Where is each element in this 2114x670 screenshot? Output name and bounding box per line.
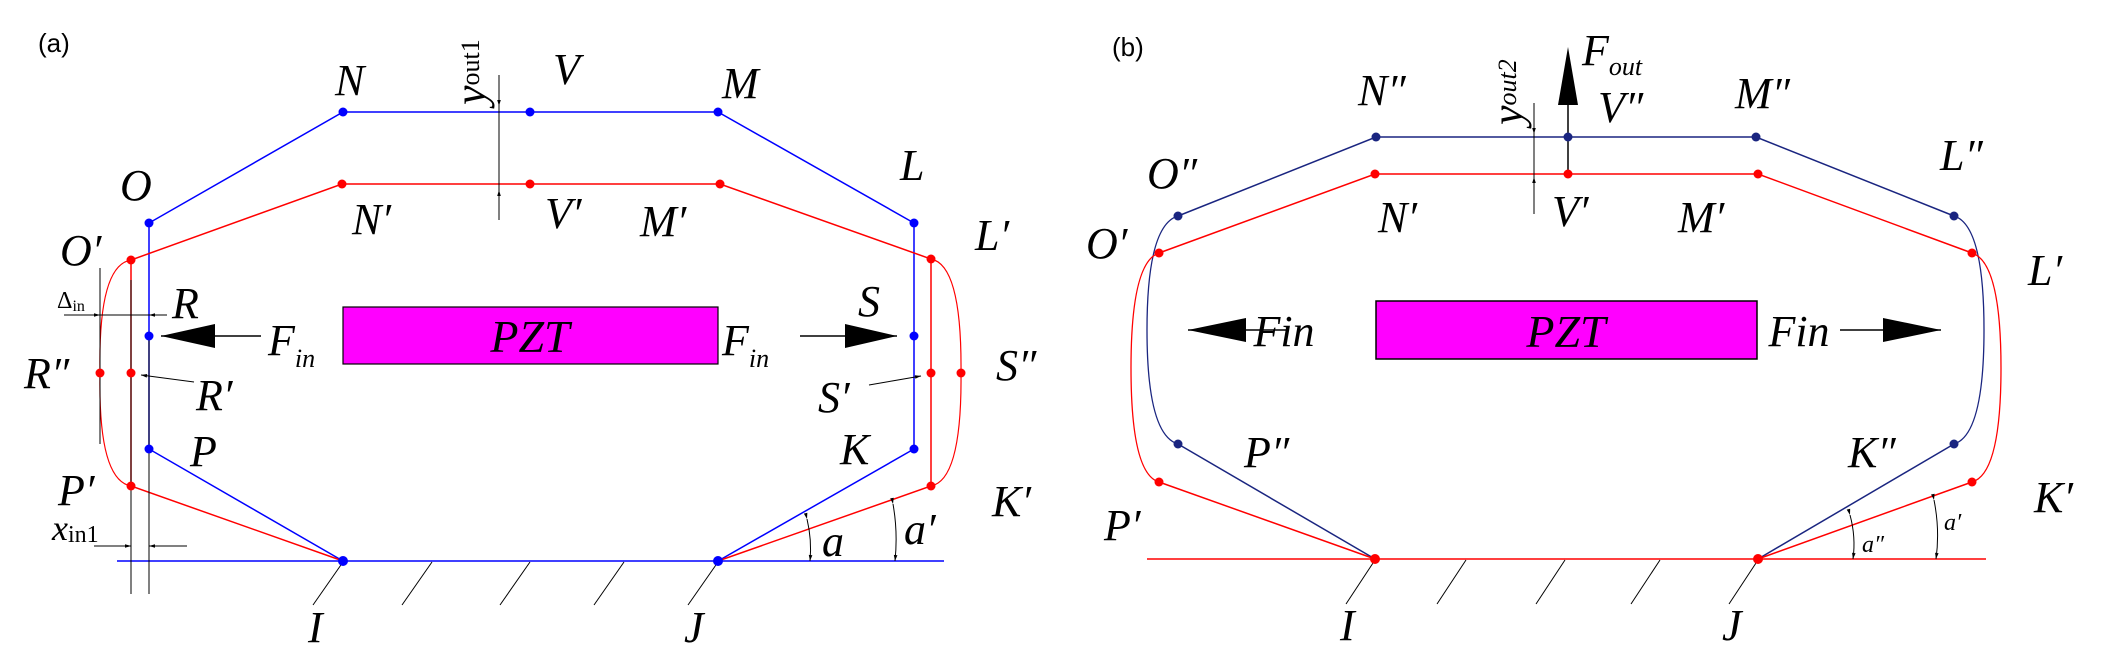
label-L-prime: L′ <box>974 211 1010 260</box>
label-O-prime: O′ <box>60 226 103 275</box>
label-M-double-prime: M″ <box>1734 69 1791 118</box>
fout-arrow <box>1558 47 1578 105</box>
label-O-double-prime: O″ <box>1147 149 1198 198</box>
label-y-out1: yout1 <box>446 39 495 109</box>
label-O-prime: O′ <box>1086 219 1129 268</box>
original-nodes <box>144 107 919 566</box>
label-M-prime: M′ <box>1677 193 1726 242</box>
label-P: P <box>189 427 217 476</box>
label-x-in1: xin1 <box>51 508 99 548</box>
label-S-double-prime: S″ <box>996 341 1037 390</box>
label-J: J <box>684 603 706 652</box>
label-S-prime: S′ <box>818 373 851 422</box>
label-K-double-prime: K″ <box>1847 428 1896 477</box>
bent-right-beam-navy <box>1953 215 1985 445</box>
bent-right-beam <box>930 258 962 487</box>
label-V-prime: V′ <box>1552 187 1590 236</box>
ground-hatch <box>1345 559 1759 605</box>
label-fin-right: Fin <box>721 316 769 373</box>
bent-left-beam-navy <box>1146 215 1179 445</box>
label-L-prime: L′ <box>2027 246 2063 295</box>
output-nodes <box>1173 132 1959 449</box>
label-R: R <box>171 279 199 328</box>
label-O: O <box>120 161 152 210</box>
label-N-prime: N′ <box>351 195 392 244</box>
label-R-prime: R′ <box>195 371 234 420</box>
label-I: I <box>1339 601 1357 650</box>
pzt-label: PZT <box>1525 306 1609 357</box>
label-P-prime: P′ <box>57 466 96 515</box>
label-angle-a: a <box>822 517 844 566</box>
bent-left-beam-red <box>1130 252 1160 483</box>
pzt-label: PZT <box>489 311 573 362</box>
deformed-nodes <box>1154 169 1977 564</box>
label-V: V <box>553 45 585 94</box>
label-J: J <box>1722 601 1744 650</box>
label-K-prime: K′ <box>2033 473 2074 522</box>
label-M: M <box>721 59 761 108</box>
label-N-prime: N′ <box>1377 193 1418 242</box>
label-L: L <box>899 141 924 190</box>
pzt-actuator <box>342 306 719 365</box>
panel-a-tag: (a) <box>38 28 70 58</box>
label-V-double-prime: V″ <box>1598 83 1644 132</box>
bent-right-beam-red <box>1971 252 2002 483</box>
deformed-frame <box>130 183 932 562</box>
panel-a-labels: N V M O L O′ L′ N′ V′ M′ R S R″ R′ S′ S″… <box>23 39 1037 652</box>
label-P-prime: P′ <box>1103 501 1142 550</box>
bent-left-beam <box>99 259 132 487</box>
label-y-out2: yout2 <box>1483 59 1532 129</box>
label-K-prime: K′ <box>991 477 1032 526</box>
deformed-frame <box>1158 481 1376 560</box>
deformed-nodes <box>95 179 966 491</box>
label-P-double-prime: P″ <box>1243 428 1290 477</box>
label-N-double-prime: N″ <box>1357 66 1406 115</box>
label-S: S <box>858 277 880 326</box>
label-L-double-prime: L″ <box>1939 131 1983 180</box>
output-frame <box>1177 443 1376 560</box>
panel-b-labels: N″ V″ M″ O″ L″ O′ L′ N′ V′ M′ P″ K″ P′ K… <box>1086 26 2074 650</box>
label-fin-right: Fin <box>1767 307 1829 356</box>
label-I: I <box>307 603 325 652</box>
label-R-double-prime: R″ <box>23 349 70 398</box>
label-angle-a-prime: a′ <box>904 505 937 554</box>
pzt-actuator <box>1375 300 1758 360</box>
panel-a: (a) PZT <box>23 28 1037 652</box>
panel-b-tag: (b) <box>1112 32 1144 62</box>
label-f-out: Fout <box>1581 26 1643 81</box>
label-delta-in: Δin <box>57 288 85 315</box>
ground-hatch <box>312 561 719 606</box>
label-K: K <box>839 425 872 474</box>
label-angle-a-prime: a′ <box>1944 510 1962 536</box>
label-fin-left: Fin <box>1252 307 1314 356</box>
label-M-prime: M′ <box>639 197 688 246</box>
panel-b: (b) PZT <box>1086 26 2074 650</box>
label-angle-a-double-prime: a″ <box>1862 532 1885 558</box>
label-V-prime: V′ <box>545 189 583 238</box>
label-fin-left: Fin <box>267 316 315 373</box>
label-N: N <box>334 56 367 105</box>
